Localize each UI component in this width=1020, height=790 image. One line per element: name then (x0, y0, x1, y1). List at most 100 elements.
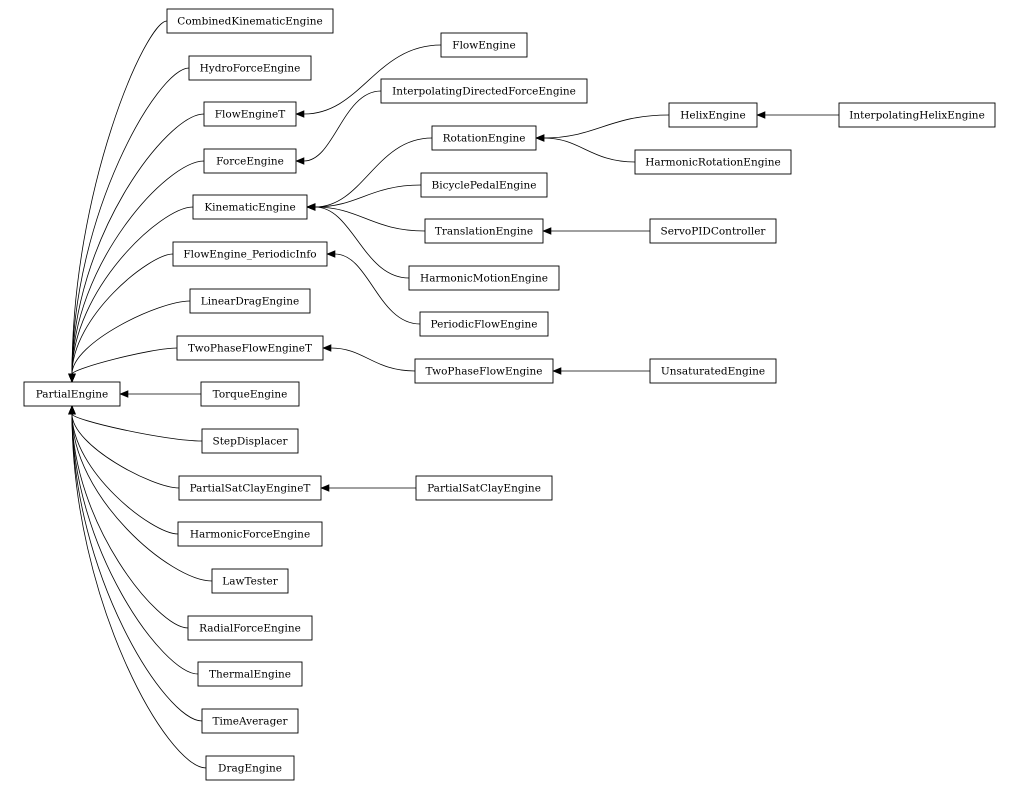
node-box (838, 102, 996, 128)
node-label: ForceEngine (216, 156, 284, 168)
node-linear-drag-engine[interactable]: LinearDragEngine (189, 288, 311, 314)
node-label: TorqueEngine (213, 389, 288, 401)
node-label: PartialSatClayEngine (427, 483, 541, 495)
node-box (211, 568, 289, 594)
node-label: TwoPhaseFlowEngine (425, 366, 542, 378)
edge-flow-engine-periodic-info-to-partial-engine (71, 253, 174, 375)
node-flow-engine-periodic-info[interactable]: FlowEngine_PeriodicInfo (172, 241, 328, 267)
node-translation-engine[interactable]: TranslationEngine (424, 218, 544, 244)
node-box (431, 125, 537, 151)
node-box (203, 101, 297, 127)
edge-flow-engine-to-flow-engine-t (303, 44, 442, 115)
node-torque-engine[interactable]: TorqueEngine (200, 381, 300, 407)
edges-layer (68, 20, 839, 769)
node-box (649, 218, 777, 244)
node-combined-kinematic-engine[interactable]: CombinedKinematicEngine (166, 8, 334, 34)
node-label: HelixEngine (680, 110, 746, 122)
node-label: HydroForceEngine (200, 63, 301, 75)
arrowhead (756, 111, 766, 119)
edge-periodic-flow-engine-to-flow-engine-periodic-info (334, 253, 421, 325)
edge-partial-sat-clay-engine-t-to-partial-engine (71, 413, 180, 489)
node-box (189, 288, 311, 314)
node-label: FlowEngineT (215, 109, 285, 121)
node-box (380, 78, 588, 104)
node-step-displacer[interactable]: StepDisplacer (201, 428, 299, 454)
node-box (201, 708, 299, 734)
node-box (415, 475, 553, 501)
node-partial-sat-clay-engine-t[interactable]: PartialSatClayEngineT (178, 475, 322, 501)
node-servo-pidcontroller[interactable]: ServoPIDController (649, 218, 777, 244)
edge-law-tester-to-partial-engine (71, 413, 213, 582)
node-label: RadialForceEngine (199, 623, 301, 635)
node-box (197, 661, 303, 687)
arrowhead (552, 367, 562, 375)
node-box (408, 265, 560, 291)
node-box (177, 521, 323, 547)
edge-two-phase-flow-engine-to-two-phase-flow-engine-t (330, 347, 416, 372)
edge-translation-engine-to-kinematic-engine (314, 206, 426, 232)
edge-kinematic-engine-to-partial-engine (71, 206, 194, 375)
node-time-averager[interactable]: TimeAverager (201, 708, 299, 734)
node-two-phase-flow-engine[interactable]: TwoPhaseFlowEngine (414, 358, 554, 384)
node-interpolating-directed-force-engine[interactable]: InterpolatingDirectedForceEngine (380, 78, 588, 104)
edge-radial-force-engine-to-partial-engine (71, 413, 189, 629)
node-box (414, 358, 554, 384)
node-unsaturated-engine[interactable]: UnsaturatedEngine (649, 358, 777, 384)
node-box (176, 335, 324, 361)
arrowhead (320, 484, 330, 492)
node-hydro-force-engine[interactable]: HydroForceEngine (188, 55, 312, 81)
edge-time-averager-to-partial-engine (71, 413, 203, 722)
node-force-engine[interactable]: ForceEngine (203, 148, 297, 174)
node-partial-engine[interactable]: PartialEngine (23, 381, 121, 407)
arrowhead (326, 250, 336, 258)
node-periodic-flow-engine[interactable]: PeriodicFlowEngine (419, 311, 549, 337)
node-two-phase-flow-engine-t[interactable]: TwoPhaseFlowEngineT (176, 335, 324, 361)
arrowhead (322, 344, 332, 352)
edge-linear-drag-engine-to-partial-engine (71, 300, 191, 375)
node-box (419, 311, 549, 337)
node-label: CombinedKinematicEngine (177, 16, 322, 28)
node-label: UnsaturatedEngine (661, 366, 765, 378)
node-box (187, 615, 313, 641)
node-partial-sat-clay-engine[interactable]: PartialSatClayEngine (415, 475, 553, 501)
node-label: FlowEngine_PeriodicInfo (183, 249, 316, 261)
node-thermal-engine[interactable]: ThermalEngine (197, 661, 303, 687)
arrowhead (119, 390, 129, 398)
node-rotation-engine[interactable]: RotationEngine (431, 125, 537, 151)
node-law-tester[interactable]: LawTester (211, 568, 289, 594)
node-box (668, 102, 758, 128)
arrowhead (535, 134, 545, 142)
node-bicycle-pedal-engine[interactable]: BicyclePedalEngine (420, 172, 548, 198)
node-label: HarmonicForceEngine (190, 529, 310, 541)
node-label: InterpolatingHelixEngine (849, 110, 985, 122)
edge-two-phase-flow-engine-t-to-partial-engine (71, 347, 178, 375)
node-box (201, 428, 299, 454)
edge-flow-engine-t-to-partial-engine (71, 113, 205, 375)
edge-interpolating-directed-force-engine-to-force-engine (303, 90, 382, 162)
node-label: PeriodicFlowEngine (431, 319, 538, 331)
node-label: DragEngine (218, 763, 282, 775)
node-box (172, 241, 328, 267)
node-label: ThermalEngine (209, 669, 291, 681)
node-flow-engine[interactable]: FlowEngine (440, 32, 528, 58)
node-interpolating-helix-engine[interactable]: InterpolatingHelixEngine (838, 102, 996, 128)
node-box (192, 194, 308, 220)
node-box (205, 755, 295, 781)
node-kinematic-engine[interactable]: KinematicEngine (192, 194, 308, 220)
edge-hydro-force-engine-to-partial-engine (71, 67, 190, 375)
node-radial-force-engine[interactable]: RadialForceEngine (187, 615, 313, 641)
node-label: BicyclePedalEngine (432, 180, 537, 192)
edge-harmonic-force-engine-to-partial-engine (71, 413, 179, 535)
node-label: TimeAverager (212, 716, 288, 728)
node-harmonic-motion-engine[interactable]: HarmonicMotionEngine (408, 265, 560, 291)
node-helix-engine[interactable]: HelixEngine (668, 102, 758, 128)
node-box (424, 218, 544, 244)
node-harmonic-rotation-engine[interactable]: HarmonicRotationEngine (634, 149, 792, 175)
node-drag-engine[interactable]: DragEngine (205, 755, 295, 781)
node-flow-engine-t[interactable]: FlowEngineT (203, 101, 297, 127)
node-harmonic-force-engine[interactable]: HarmonicForceEngine (177, 521, 323, 547)
arrowhead (295, 157, 305, 165)
node-box (203, 148, 297, 174)
edge-bicycle-pedal-engine-to-kinematic-engine (314, 184, 422, 208)
